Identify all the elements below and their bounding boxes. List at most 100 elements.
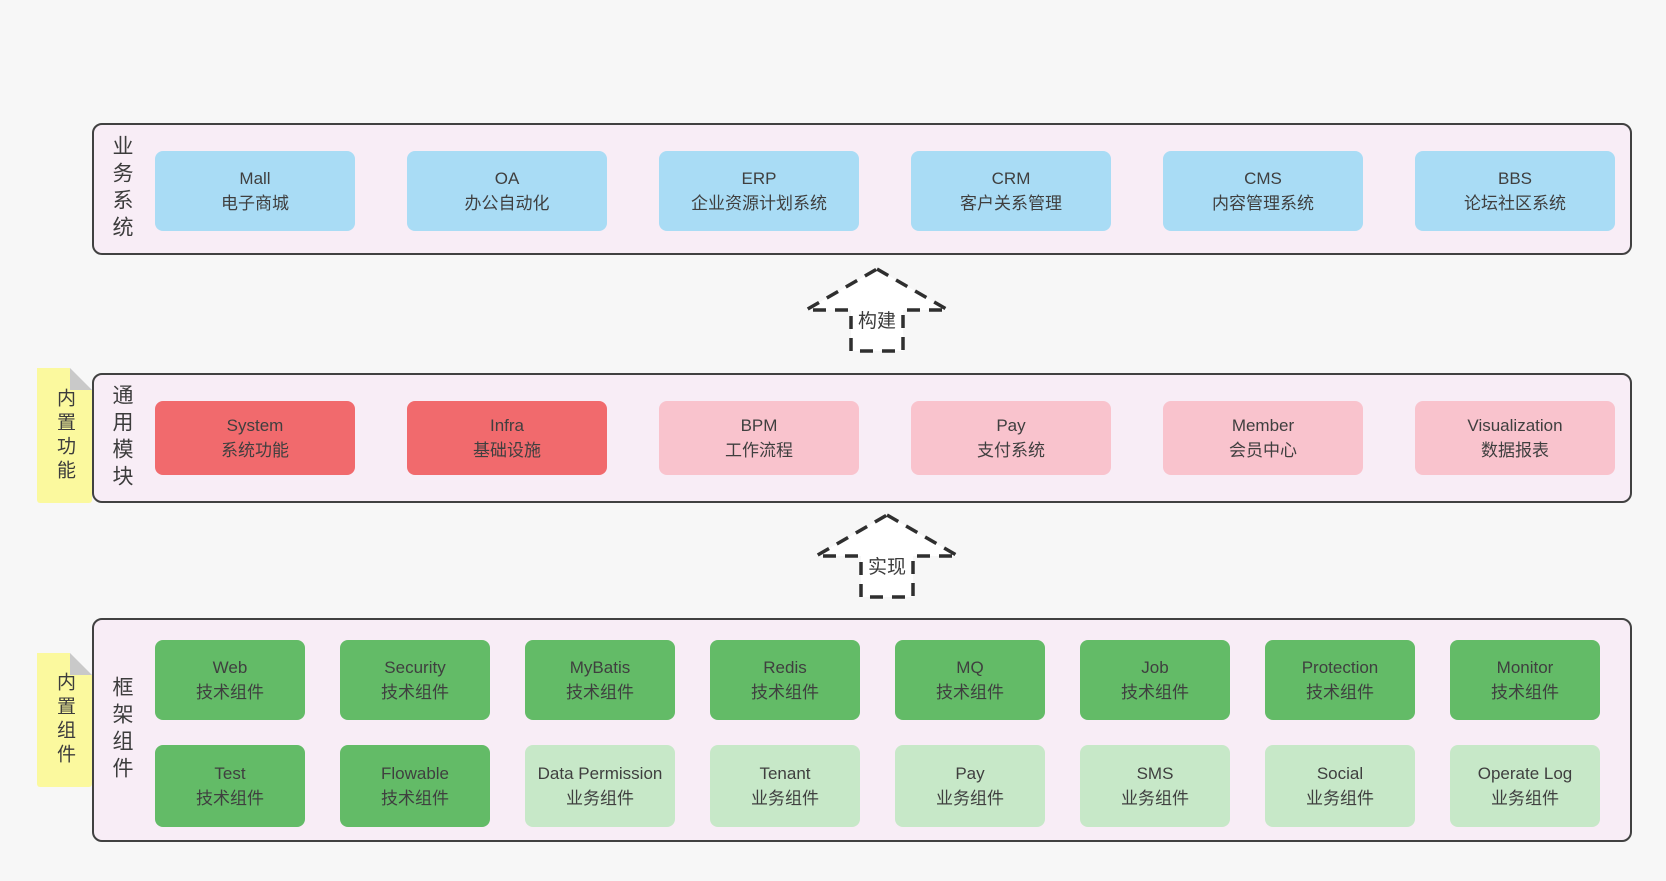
- module-subtitle: 基础设施: [473, 441, 541, 460]
- module-title: Tenant: [759, 764, 811, 783]
- module-title: OA: [494, 169, 520, 188]
- module-subtitle: 技术组件: [196, 789, 264, 808]
- module-subtitle: 会员中心: [1229, 441, 1297, 460]
- sticky-note-label: 内置组件: [54, 672, 75, 768]
- arrow-implement-label: 实现: [864, 552, 910, 579]
- module-title: Social: [1316, 764, 1364, 783]
- module-box-pay: Pay 支付系统: [911, 401, 1111, 475]
- module-subtitle: 技术组件: [381, 683, 449, 702]
- module-subtitle: 工作流程: [725, 441, 793, 460]
- layer-boxes: System 系统功能 Infra 基础设施 BPM 工作流程 Pay 支付系统 Member 会…: [155, 401, 1622, 475]
- module-subtitle: 技术组件: [936, 683, 1004, 702]
- module-title: Pay: [955, 764, 985, 783]
- module-box-tenant: Tenant 业务组件: [710, 745, 860, 827]
- module-box-member: Member 会员中心: [1163, 401, 1363, 475]
- module-subtitle: 客户关系管理: [960, 194, 1062, 213]
- module-box-pay: Pay 业务组件: [895, 745, 1045, 827]
- module-title: Flowable: [380, 764, 450, 783]
- arrow-build-label: 构建: [854, 306, 900, 333]
- module-box-visualization: Visualization 数据报表: [1415, 401, 1615, 475]
- module-box-security: Security 技术组件: [340, 640, 490, 720]
- module-subtitle: 业务组件: [1491, 789, 1559, 808]
- module-title: Pay: [996, 416, 1026, 435]
- module-title: SMS: [1136, 764, 1174, 783]
- module-box-sms: SMS 业务组件: [1080, 745, 1230, 827]
- module-box-bpm: BPM 工作流程: [659, 401, 859, 475]
- module-box-social: Social 业务组件: [1265, 745, 1415, 827]
- module-subtitle: 电子商城: [221, 194, 289, 213]
- module-subtitle: 业务组件: [566, 789, 634, 808]
- arrow-build: 构建: [802, 266, 952, 354]
- module-subtitle: 业务组件: [1306, 789, 1374, 808]
- module-subtitle: 技术组件: [196, 683, 264, 702]
- module-subtitle: 业务组件: [936, 789, 1004, 808]
- module-subtitle: 支付系统: [977, 441, 1045, 460]
- module-title: Redis: [763, 658, 807, 677]
- module-box-data-permission: Data Permission 业务组件: [525, 745, 675, 827]
- module-box-redis: Redis 技术组件: [710, 640, 860, 720]
- module-box-test: Test 技术组件: [155, 745, 305, 827]
- module-box-mall: Mall 电子商城: [155, 151, 355, 231]
- module-subtitle: 技术组件: [1491, 683, 1559, 702]
- module-title: Data Permission: [537, 764, 663, 783]
- module-box-flowable: Flowable 技术组件: [340, 745, 490, 827]
- module-title: CRM: [991, 169, 1031, 188]
- module-box-protection: Protection 技术组件: [1265, 640, 1415, 720]
- module-box-mq: MQ 技术组件: [895, 640, 1045, 720]
- module-title: Protection: [1301, 658, 1379, 677]
- module-subtitle: 技术组件: [1306, 683, 1374, 702]
- module-subtitle: 论坛社区系统: [1464, 194, 1566, 213]
- layer-common-modules: 通用模块 System 系统功能 Infra 基础设施 BPM 工作流程 Pay 支付系统 Me…: [92, 373, 1632, 503]
- module-title: Infra: [489, 416, 525, 435]
- layer-label: 通用模块: [110, 384, 133, 492]
- module-title: Operate Log: [1477, 764, 1573, 783]
- module-title: Test: [214, 764, 246, 783]
- module-title: Monitor: [1496, 658, 1554, 677]
- module-subtitle: 业务组件: [751, 789, 819, 808]
- module-box-oa: OA 办公自动化: [407, 151, 607, 231]
- module-title: MQ: [956, 658, 984, 677]
- module-box-operate-log: Operate Log 业务组件: [1450, 745, 1600, 827]
- sticky-note-builtin-features: 内置功能: [37, 368, 92, 503]
- module-box-infra: Infra 基础设施: [407, 401, 607, 475]
- module-title: Security: [384, 658, 446, 677]
- layer-business-systems: 业务系统 Mall 电子商城 OA 办公自动化 ERP 企业资源计划系统 CRM 客户关系管理…: [92, 123, 1632, 255]
- sticky-note-label: 内置功能: [54, 387, 75, 484]
- module-title: Member: [1231, 416, 1295, 435]
- module-box-erp: ERP 企业资源计划系统: [659, 151, 859, 231]
- module-title: Visualization: [1467, 416, 1563, 435]
- module-box-monitor: Monitor 技术组件: [1450, 640, 1600, 720]
- module-subtitle: 业务组件: [1121, 789, 1189, 808]
- sticky-note-builtin-components: 内置组件: [37, 653, 92, 787]
- module-box-system: System 系统功能: [155, 401, 355, 475]
- module-box-bbs: BBS 论坛社区系统: [1415, 151, 1615, 231]
- module-title: BPM: [740, 416, 778, 435]
- module-subtitle: 技术组件: [1121, 683, 1189, 702]
- module-box-crm: CRM 客户关系管理: [911, 151, 1111, 231]
- module-title: ERP: [741, 169, 777, 188]
- layer-label: 业务系统: [110, 135, 133, 243]
- module-title: System: [226, 416, 284, 435]
- module-subtitle: 技术组件: [566, 683, 634, 702]
- module-subtitle: 技术组件: [751, 683, 819, 702]
- module-box-row: System 系统功能 Infra 基础设施 BPM 工作流程 Pay 支付系统 Member 会…: [155, 401, 1622, 475]
- arrow-implement: 实现: [812, 512, 962, 600]
- module-subtitle: 企业资源计划系统: [691, 194, 827, 213]
- module-subtitle: 办公自动化: [464, 194, 550, 213]
- module-subtitle: 数据报表: [1481, 441, 1549, 460]
- module-title: Mall: [239, 169, 271, 188]
- module-subtitle: 技术组件: [381, 789, 449, 808]
- module-title: BBS: [1497, 169, 1533, 188]
- module-subtitle: 系统功能: [221, 441, 289, 460]
